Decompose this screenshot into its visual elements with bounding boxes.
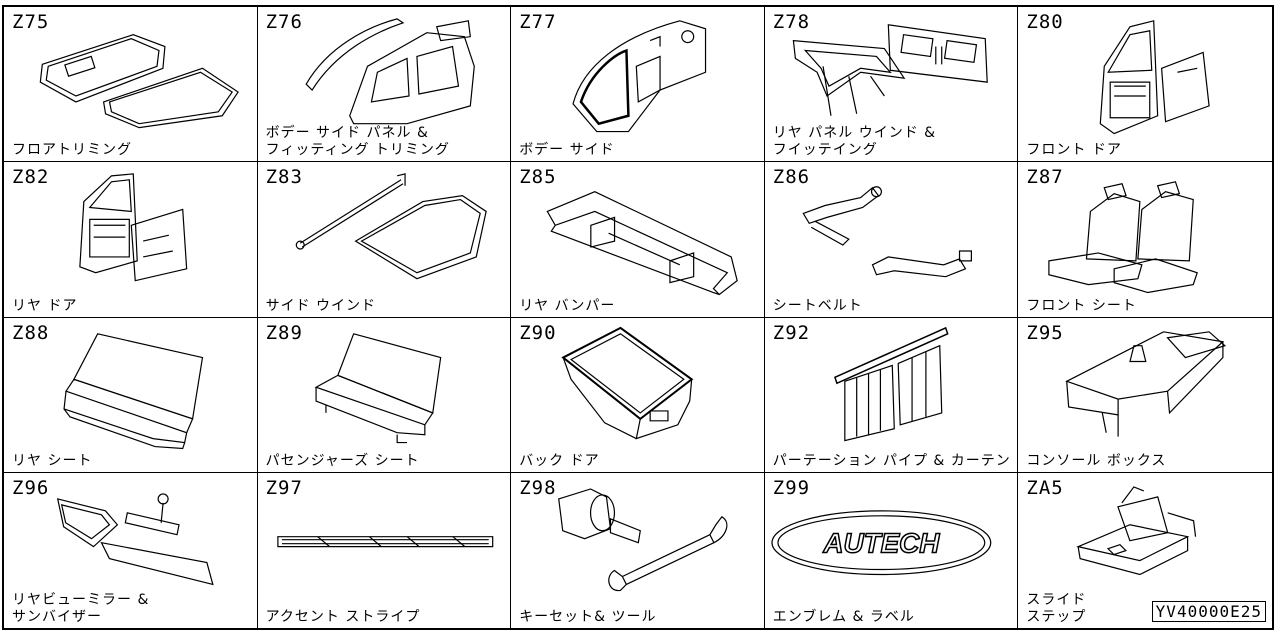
rear-seat-illustration (4, 318, 257, 472)
part-cell-z77[interactable]: Z77 ボデー サイド (511, 7, 765, 163)
reference-code: YV40000E25 (1151, 601, 1266, 622)
part-label: リヤビューミラー & サンバイザー (12, 592, 150, 625)
rearview-mirror-sunvisor-illustration (4, 473, 257, 628)
console-box-illustration (1018, 318, 1272, 472)
body-side-panel-illustration (258, 7, 511, 161)
part-cell-z86[interactable]: Z86 シートベルト (764, 162, 1019, 318)
part-code: Z89 (265, 321, 303, 344)
part-code: Z85 (519, 166, 557, 189)
part-cell-z89[interactable]: Z89 パセンジャーズ シート (257, 317, 512, 473)
part-cell-z95[interactable]: Z95 コンソール ボックス (1018, 318, 1272, 473)
part-label: フロント シート (1026, 297, 1137, 314)
part-label: スライド ステップ (1026, 592, 1087, 625)
part-code: Z96 (12, 476, 50, 499)
slide-step-illustration (1018, 473, 1272, 628)
part-code: Z92 (772, 321, 811, 344)
part-code: Z83 (265, 166, 303, 189)
part-label: ボデー サイド (519, 142, 615, 159)
rear-bumper-illustration (511, 162, 764, 316)
seat-belt-illustration (765, 162, 1018, 316)
part-label: フロント ドア (1026, 142, 1122, 159)
part-cell-z83[interactable]: Z83 サイド ウインド (257, 162, 512, 318)
part-code: Z97 (265, 476, 303, 499)
part-label: キーセット& ツール (519, 609, 657, 625)
part-cell-z78[interactable]: Z78 リヤ パネル ウインド & フイッテイング (764, 7, 1019, 163)
part-cell-z80[interactable]: Z80 フロント ドア (1018, 7, 1272, 163)
part-code: Z88 (12, 321, 50, 344)
partition-pipe-curtain-illustration (765, 318, 1018, 472)
part-label: ボデー サイド パネル & フィッティング トリミング (265, 125, 450, 159)
part-label: アクセント ストライプ (265, 609, 421, 625)
part-label: リヤ バンパー (519, 297, 616, 314)
part-code: ZA5 (1026, 476, 1064, 499)
part-label: リヤ シート (12, 452, 93, 469)
accent-stripe-illustration (258, 473, 511, 628)
part-code: Z99 (772, 476, 811, 499)
side-window-illustration (258, 162, 511, 316)
rear-door-illustration (4, 162, 257, 316)
front-door-illustration (1018, 7, 1272, 161)
part-label: フロアトリミング (12, 142, 132, 159)
part-cell-z75[interactable]: Z75 フロアトリミング (4, 7, 258, 163)
part-cell-z96[interactable]: Z96 リヤビューミラー & サンバイザー (4, 472, 258, 628)
passengers-seat-illustration (258, 318, 511, 472)
part-code: Z98 (519, 476, 557, 499)
keyset-tool-illustration (511, 473, 764, 628)
part-code: Z90 (519, 321, 557, 344)
part-label: サイド ウインド (265, 297, 377, 314)
body-side-illustration (511, 7, 764, 161)
part-code: Z86 (772, 166, 811, 189)
part-cell-z99[interactable]: AUTECH Z99 エンブレム & ラベル (765, 472, 1019, 628)
rear-panel-window-illustration (765, 7, 1018, 161)
part-code: Z77 (519, 11, 557, 33)
part-code: Z82 (12, 166, 50, 189)
emblem-label-illustration: AUTECH (765, 473, 1018, 628)
back-door-illustration (511, 318, 764, 472)
part-cell-z87[interactable]: Z87 フロント シート (1018, 162, 1272, 318)
part-cell-z92[interactable]: Z92 パーテーション パイプ & カーテン (764, 317, 1019, 473)
part-label: シートベルト (772, 297, 863, 314)
part-cell-z82[interactable]: Z82 リヤ ドア (4, 162, 258, 318)
part-label: コンソール ボックス (1026, 452, 1167, 469)
part-cell-z97[interactable]: Z97 アクセント ストライプ (258, 472, 512, 628)
part-cell-z90[interactable]: Z90 バック ドア (511, 317, 765, 473)
part-cell-z88[interactable]: Z88 リヤ シート (4, 317, 258, 473)
front-seat-illustration (1018, 162, 1272, 316)
part-code: Z80 (1026, 11, 1064, 33)
part-code: Z95 (1026, 321, 1064, 344)
parts-catalog-grid: Z75 フロアトリミング Z76 ボデー サイド パネル & フィッティング ト… (2, 5, 1274, 630)
part-label: パセンジャーズ シート (265, 452, 420, 469)
part-code: Z75 (12, 11, 50, 33)
part-cell-z85[interactable]: Z85 リヤ バンパー (511, 162, 765, 318)
part-label: エンブレム & ラベル (772, 609, 915, 625)
part-label: バック ドア (519, 452, 600, 469)
emblem-text: AUTECH (822, 527, 940, 558)
part-label: リヤ パネル ウインド & フイッテイング (772, 125, 937, 159)
part-code: Z76 (265, 11, 303, 33)
part-code: Z87 (1026, 166, 1064, 189)
part-cell-z76[interactable]: Z76 ボデー サイド パネル & フィッティング トリミング (257, 7, 512, 163)
part-label: パーテーション パイプ & カーテン (772, 452, 1011, 469)
floor-trimming-illustration (4, 7, 257, 161)
part-cell-za5[interactable]: ZA5 スライド ステップ YV40000E25 (1018, 473, 1272, 628)
part-label: リヤ ドア (12, 297, 78, 314)
part-cell-z98[interactable]: Z98 キーセット& ツール (511, 472, 765, 628)
part-code: Z78 (772, 11, 811, 33)
